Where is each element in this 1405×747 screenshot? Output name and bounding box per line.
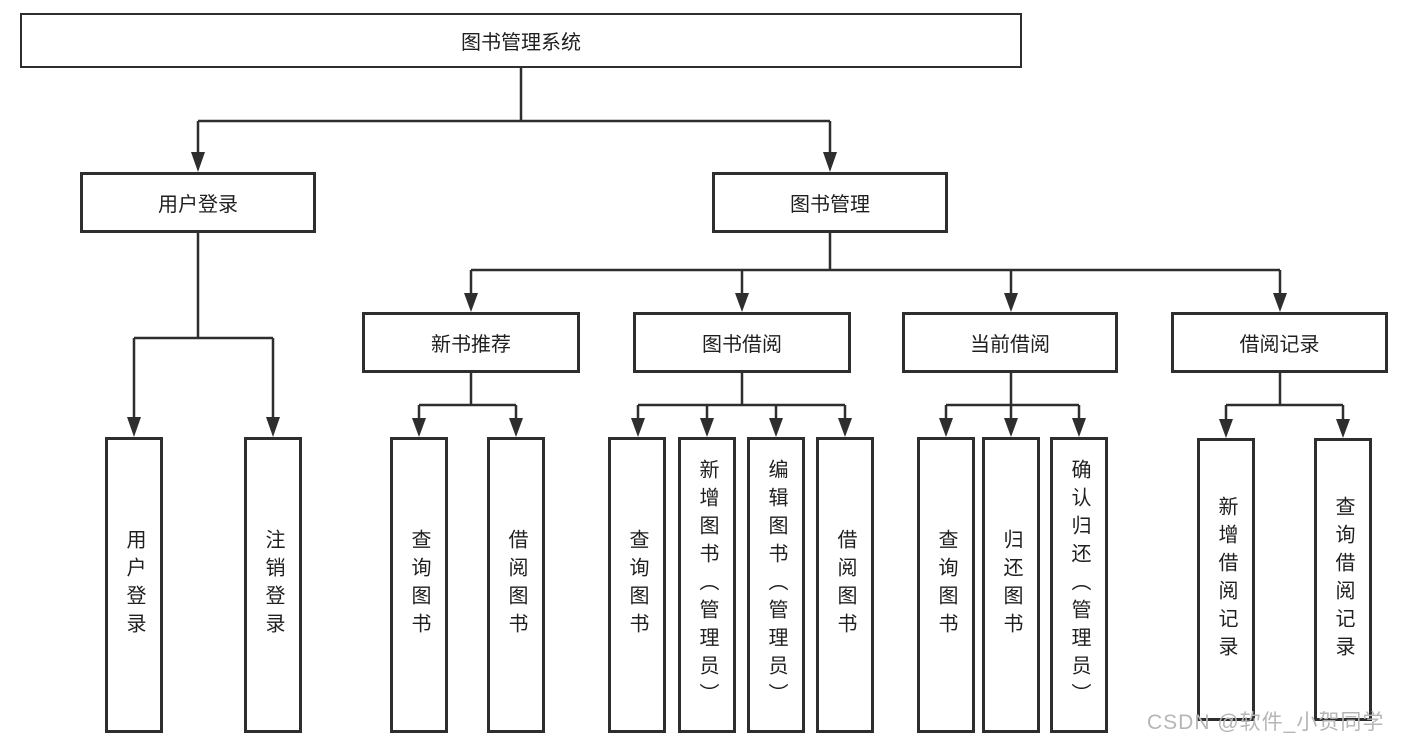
leaf-label: 注销登录 [262,529,284,641]
leaf-label: 查询借阅记录 [1332,495,1354,664]
leaf-logout: 注销登录 [244,437,302,733]
leaf-confirm-return-admin: 确认归还（管理员） [1050,437,1108,733]
node-label: 用户登录 [158,194,238,216]
leaf-add-books-admin: 新增图书（管理员） [678,437,736,733]
node-current-borrowing: 当前借阅 [902,312,1118,373]
leaf-current-query-books: 查询图书 [917,437,975,733]
node-new-book-recommendation: 新书推荐 [362,312,580,373]
leaf-label: 借阅图书 [834,529,856,641]
node-label: 图书管理 [790,194,870,216]
leaf-label: 新增图书（管理员） [696,459,718,711]
leaf-newrec-query-books: 查询图书 [390,437,448,733]
node-label: 图书管理系统 [461,32,581,54]
node-label: 当前借阅 [970,334,1050,356]
leaf-label: 归还图书 [1000,529,1022,641]
leaf-query-borrow-records: 查询借阅记录 [1314,438,1372,721]
node-label: 借阅记录 [1239,334,1320,356]
node-borrowing-records: 借阅记录 [1171,312,1388,373]
leaf-label: 查询图书 [935,529,957,641]
leaf-borrow-books: 借阅图书 [816,437,874,733]
leaf-add-borrow-record: 新增借阅记录 [1197,438,1255,721]
node-label: 新书推荐 [431,334,511,356]
leaf-label: 编辑图书（管理员） [765,459,787,711]
node-book-management-branch: 图书管理 [712,172,948,233]
leaf-label: 借阅图书 [505,529,527,641]
node-library-management-system: 图书管理系统 [20,13,1022,68]
leaf-label: 确认归还（管理员） [1068,459,1090,711]
leaf-return-books: 归还图书 [982,437,1040,733]
leaf-label: 新增借阅记录 [1215,495,1237,664]
leaf-label: 查询图书 [408,529,430,641]
leaf-borrow-query-books: 查询图书 [608,437,666,733]
leaf-label: 查询图书 [626,529,648,641]
node-user-login-branch: 用户登录 [80,172,316,233]
leaf-label: 用户登录 [123,529,145,641]
node-label: 图书借阅 [702,334,782,356]
leaf-newrec-borrow-books: 借阅图书 [487,437,545,733]
connector-strokes [132,68,1345,420]
arrowhead-icons [127,152,1350,438]
csdn-watermark: CSDN @软件_小贺同学 [1147,711,1385,734]
leaf-user-login: 用户登录 [105,437,163,733]
node-book-borrowing: 图书借阅 [633,312,851,373]
leaf-edit-books-admin: 编辑图书（管理员） [747,437,805,733]
